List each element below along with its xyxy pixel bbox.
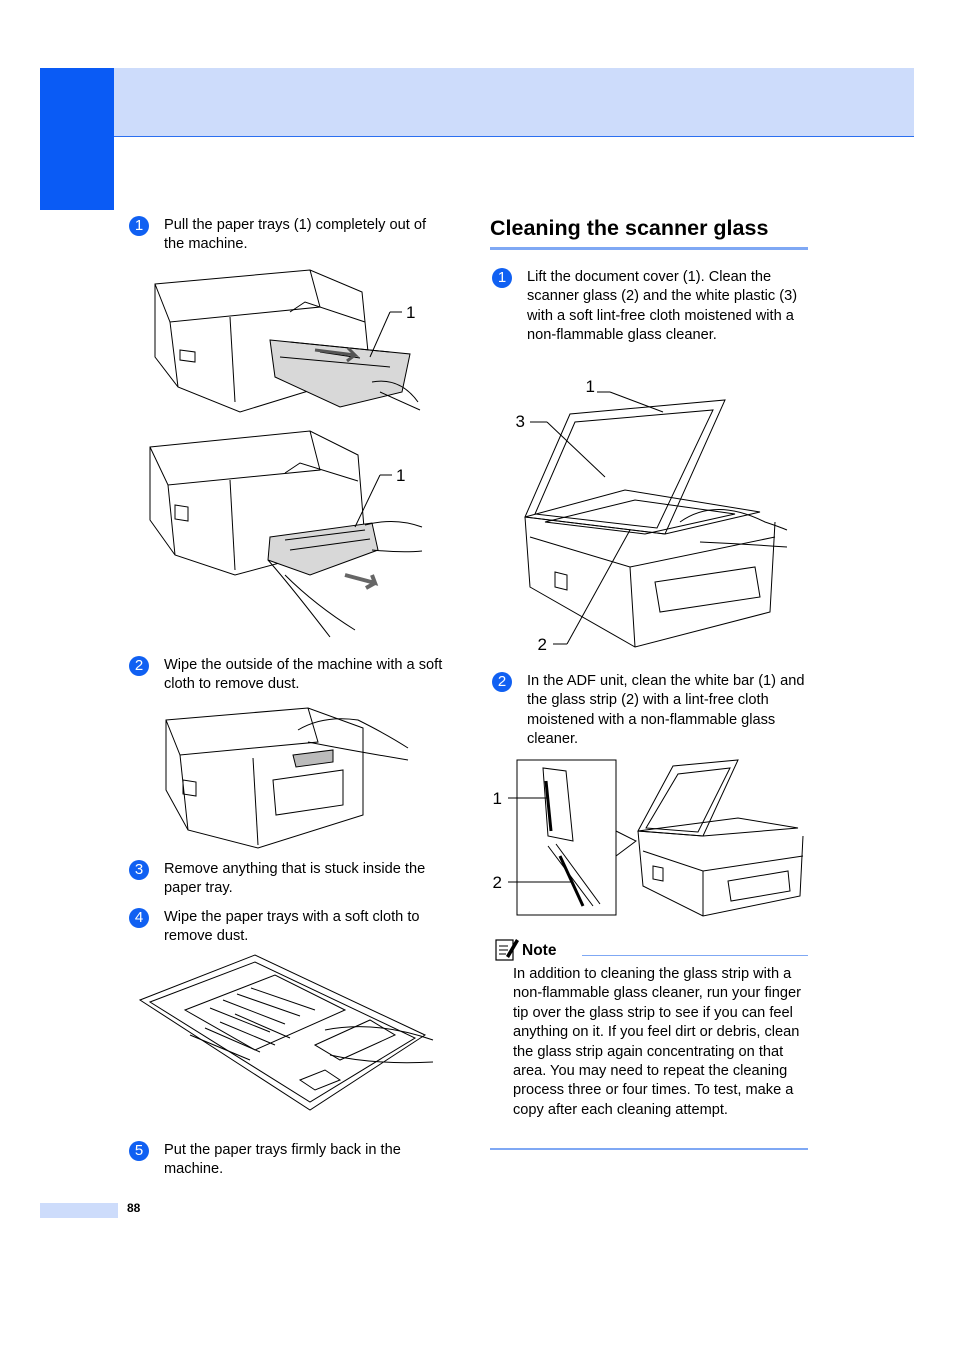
footer-bar [40, 1203, 118, 1218]
page-number: 88 [127, 1201, 141, 1215]
step-text: Pull the paper trays (1) completely out … [164, 217, 427, 253]
tray-removal-illustration-lower: 1 [149, 430, 423, 638]
callout-label: 1 [493, 789, 502, 808]
step-5-left: 5 Put the paper trays firmly back in the… [129, 1141, 449, 1181]
step-1-left: 1 Pull the paper trays (1) completely ou… [129, 216, 449, 256]
wipe-machine-illustration [165, 707, 409, 849]
wipe-tray-illustration [138, 954, 434, 1111]
scanner-glass-illustration: 1 3 2 [516, 377, 788, 654]
note-header: Note [494, 936, 808, 962]
tray-removal-illustration-upper: 1 [154, 269, 421, 413]
step-text: Put the paper trays firmly back in the m… [164, 1142, 401, 1178]
step-number-badge: 4 [129, 908, 149, 928]
step-text: Wipe the outside of the machine with a s… [164, 657, 443, 693]
callout-label: 2 [493, 873, 502, 892]
callout-label: 1 [586, 377, 595, 396]
step-number-badge: 5 [129, 1141, 149, 1161]
step-text: In the ADF unit, clean the white bar (1)… [527, 673, 805, 748]
adf-unit-illustration: 1 2 [493, 759, 804, 917]
callout-label: 1 [406, 303, 415, 322]
step-number-badge: 3 [129, 860, 149, 880]
note-rule [582, 955, 808, 956]
step-text: Wipe the paper trays with a soft cloth t… [164, 909, 420, 945]
note-end-rule [490, 1148, 808, 1150]
chapter-tab [40, 68, 114, 210]
step-number-badge: 2 [492, 672, 512, 692]
step-3-left: 3 Remove anything that is stuck inside t… [129, 860, 449, 900]
callout-label: 1 [396, 466, 405, 485]
step-2-left: 2 Wipe the outside of the machine with a… [129, 656, 449, 696]
step-4-left: 4 Wipe the paper trays with a soft cloth… [129, 908, 449, 948]
step-text: Remove anything that is stuck inside the… [164, 861, 426, 897]
step-number-badge: 1 [492, 268, 512, 288]
step-number-badge: 2 [129, 656, 149, 676]
header-band [40, 68, 914, 137]
callout-label: 3 [516, 412, 525, 431]
step-1-right: 1 Lift the document cover (1). Clean the… [492, 268, 810, 368]
callout-label: 2 [538, 635, 547, 654]
step-text: Lift the document cover (1). Clean the s… [527, 269, 798, 344]
section-title: Cleaning the scanner glass [490, 216, 808, 250]
step-2-right: 2 In the ADF unit, clean the white bar (… [492, 672, 810, 752]
note-label: Note [522, 942, 557, 959]
note-pencil-icon [495, 939, 519, 961]
step-number-badge: 1 [129, 216, 149, 236]
note-text: In addition to cleaning the glass strip … [513, 966, 801, 1118]
